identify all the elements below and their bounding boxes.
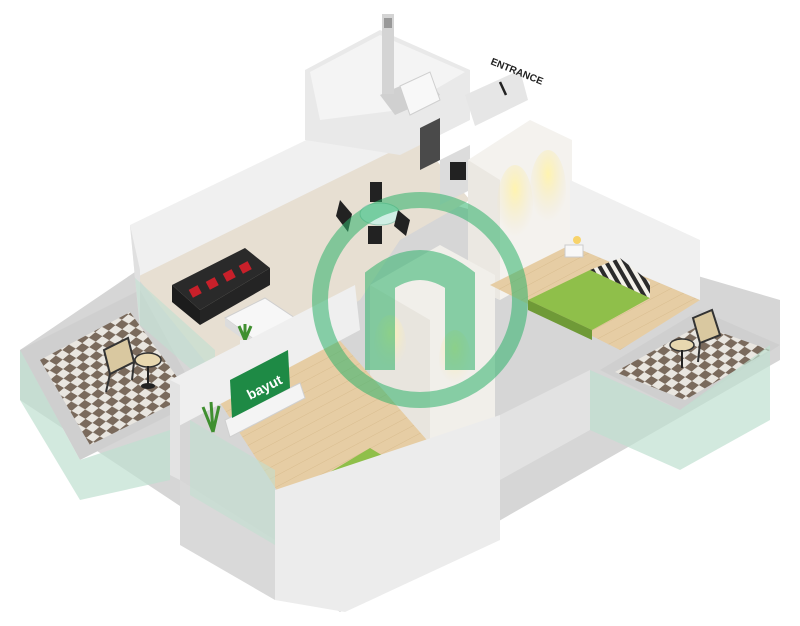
balcony-table [134,352,162,389]
sofa [172,248,270,325]
right-bed [528,258,650,340]
balcony-chair [102,336,136,393]
balcony-table-right [669,338,695,368]
nightstand [564,244,584,258]
balcony-chair-right [691,308,722,363]
front-walls [170,370,590,612]
right-balcony [590,308,780,470]
plant-left-bedroom [201,401,221,433]
bayut-watermark [312,192,528,408]
bathroom-block [305,14,470,170]
entrance-marker: ENTRANCE [465,57,545,126]
kitchen [440,145,470,205]
right-bedroom [490,180,700,350]
tv-unit: bayut [224,350,306,438]
